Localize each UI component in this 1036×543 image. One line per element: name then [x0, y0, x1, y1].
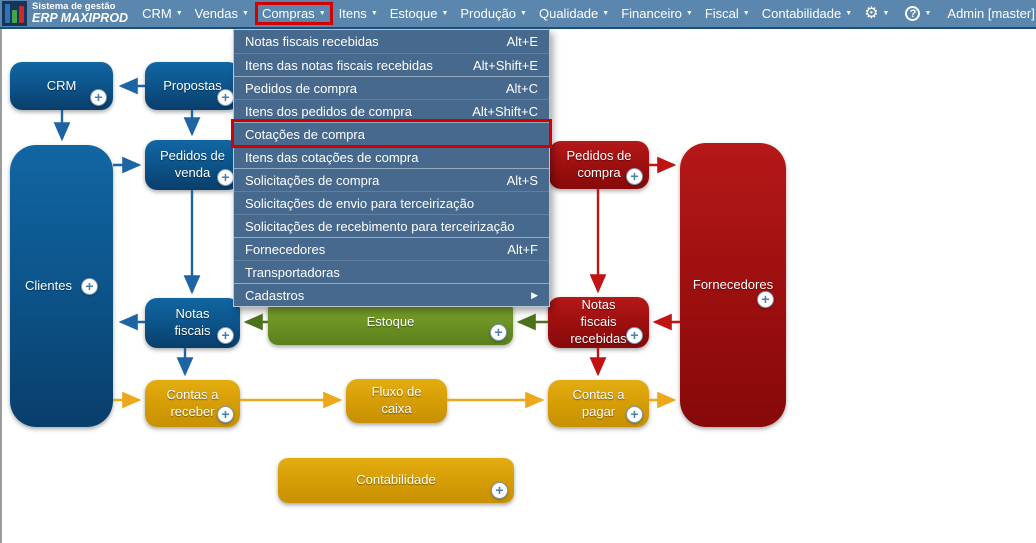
user-name: Admin [master] [947, 6, 1035, 21]
chevron-down-icon: ▼ [441, 10, 449, 17]
diagram-box-crm[interactable]: CRM + [10, 62, 113, 110]
add-icon[interactable]: + [217, 89, 234, 106]
nav-item-producao[interactable]: Produção▼ [460, 6, 527, 21]
shortcut-label: Alt+E [506, 34, 538, 49]
shortcut-label: Alt+F [507, 241, 538, 257]
menu-item-solicitacoes-recebimento-terceirizacao[interactable]: Solicitações de recebimento para terceir… [234, 214, 549, 237]
menu-item-transportadoras[interactable]: Transportadoras [234, 260, 549, 283]
diagram-box-pedidos-de-venda[interactable]: Pedidos de venda + [145, 140, 240, 190]
menu-item-cadastros[interactable]: Cadastros▶ [234, 283, 549, 306]
help-menu[interactable]: ?▼ [899, 2, 937, 25]
brand-text: Sistema de gestão ERP MAXIPROD [32, 0, 129, 25]
diagram-box-clientes[interactable]: Clientes + [10, 145, 113, 427]
content-left-border [0, 29, 2, 543]
diagram-box-contas-a-pagar[interactable]: Contas a pagar + [548, 380, 649, 427]
add-icon[interactable]: + [217, 169, 234, 186]
menu-item-cotacoes-de-compra[interactable]: Cotações de compra [231, 119, 552, 148]
nav-item-fiscal[interactable]: Fiscal▼ [704, 6, 750, 21]
diagram-box-fornecedores[interactable]: Fornecedores + [680, 143, 786, 427]
chevron-down-icon: ▼ [685, 10, 693, 17]
diagram-box-contas-a-receber[interactable]: Contas a receber + [145, 380, 240, 427]
diagram-box-estoque[interactable]: Estoque + [268, 300, 513, 345]
top-navbar: Sistema de gestão ERP MAXIPROD CRM▼ Vend… [0, 0, 1036, 29]
chevron-down-icon: ▼ [318, 10, 326, 17]
brand-name: ERP MAXIPROD [32, 10, 129, 25]
chevron-down-icon: ▼ [742, 10, 750, 17]
add-icon[interactable]: + [217, 406, 234, 423]
chevron-down-icon: ▼ [370, 10, 378, 17]
submenu-arrow-icon: ▶ [531, 289, 538, 300]
chevron-down-icon: ▼ [520, 10, 527, 17]
nav-item-qualidade[interactable]: Qualidade▼ [538, 6, 610, 21]
add-icon[interactable]: + [626, 406, 643, 423]
add-icon[interactable]: + [217, 327, 234, 344]
chevron-down-icon: ▼ [882, 10, 890, 17]
shortcut-label: Alt+C [505, 80, 538, 96]
nav-item-crm[interactable]: CRM▼ [142, 6, 183, 21]
nav-item-vendas[interactable]: Vendas▼ [194, 6, 249, 21]
chevron-down-icon: ▼ [242, 10, 249, 17]
menu-item-itens-cotacoes-de-compra[interactable]: Itens das cotações de compra [234, 145, 549, 168]
nav-item-estoque[interactable]: Estoque▼ [389, 6, 449, 21]
shortcut-label: Alt+Shift+E [472, 57, 538, 73]
diagram-box-fluxo-de-caixa[interactable]: Fluxo de caixa [346, 379, 447, 423]
diagram-box-contabilidade[interactable]: Contabilidade + [278, 458, 514, 503]
add-icon[interactable]: + [626, 327, 643, 344]
gear-icon: ⚙ [864, 4, 879, 22]
add-icon[interactable]: + [80, 277, 98, 295]
chevron-down-icon: ▼ [602, 10, 610, 17]
shortcut-label: Alt+S [506, 172, 538, 188]
brand-logo[interactable]: Sistema de gestão ERP MAXIPROD [2, 1, 128, 26]
add-icon[interactable]: + [757, 290, 774, 308]
chevron-down-icon: ▼ [924, 10, 932, 17]
bar-chart-logo-icon [2, 1, 27, 26]
menu-item-solicitacoes-envio-terceirizacao[interactable]: Solicitações de envio para terceirização [234, 191, 549, 214]
chevron-down-icon: ▼ [845, 10, 853, 17]
diagram-box-notas-fiscais[interactable]: Notas fiscais + [145, 298, 240, 348]
add-icon[interactable]: + [490, 324, 507, 341]
add-icon[interactable]: + [90, 89, 107, 106]
nav-item-financeiro[interactable]: Financeiro▼ [621, 6, 693, 21]
brand-tagline: Sistema de gestão [32, 0, 116, 12]
help-icon: ? [905, 6, 921, 21]
diagram-box-propostas[interactable]: Propostas + [145, 62, 240, 110]
shortcut-label: Alt+Shift+C [472, 103, 538, 119]
add-icon[interactable]: + [626, 168, 643, 185]
add-icon[interactable]: + [491, 482, 508, 499]
settings-menu[interactable]: ⚙▼ [858, 2, 895, 26]
chevron-down-icon: ▼ [175, 10, 183, 17]
user-menu[interactable]: Admin [master]▼ [941, 2, 1036, 25]
nav-item-compras[interactable]: Compras▼ [254, 2, 333, 25]
nav-item-contabilidade[interactable]: Contabilidade▼ [761, 6, 853, 21]
nav-item-itens[interactable]: Itens▼ [338, 6, 378, 21]
diagram-box-pedidos-de-compra[interactable]: Pedidos de compra + [549, 141, 649, 189]
diagram-box-notas-fiscais-recebidas[interactable]: Notas fiscais recebidas + [548, 297, 649, 348]
